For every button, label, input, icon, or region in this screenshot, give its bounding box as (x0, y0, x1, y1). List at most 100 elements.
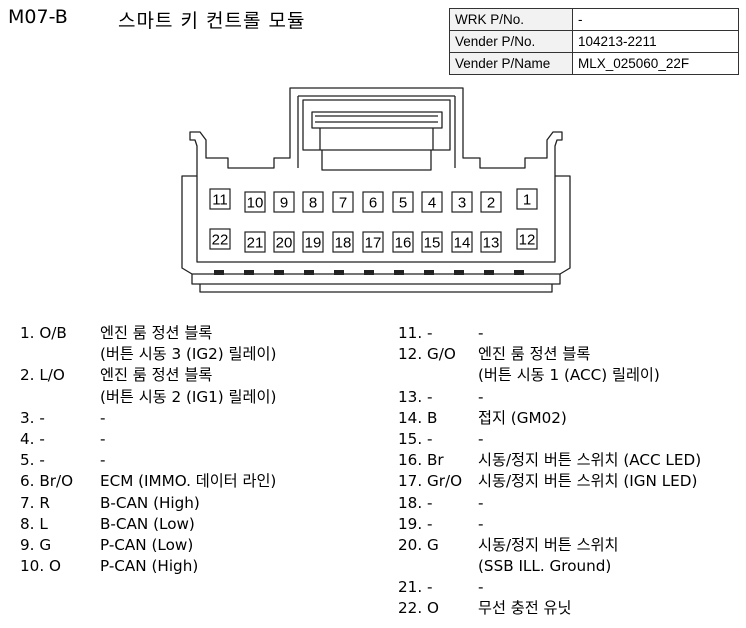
pin-description: - (100, 408, 106, 427)
pin-number: 10. O (20, 557, 61, 576)
pin-description: - (100, 429, 106, 448)
pin-description: - (478, 387, 484, 406)
pin-number: 21. - (398, 578, 433, 597)
pin-cell-box (516, 188, 538, 210)
pin-cell-box (362, 191, 384, 213)
connector-housing (181, 87, 571, 293)
pin-description: 엔진 룸 정션 블록 (100, 324, 213, 342)
pin-number: 18. - (398, 493, 433, 512)
pin-cell-label: 7 (339, 195, 347, 212)
table-row: Vender P/No. 104213-2211 (449, 30, 739, 53)
pin-description: P-CAN (Low) (100, 535, 194, 554)
pin-number: 4. - (20, 429, 45, 448)
table-row: WRK P/No. - (449, 8, 739, 31)
pin-description: - (100, 451, 106, 470)
pin-description: 무선 충전 유닛 (478, 599, 572, 618)
pin-cell-box (209, 228, 231, 250)
pin-description: B-CAN (High) (100, 493, 200, 512)
pin-cell-label: 19 (305, 235, 322, 252)
pin-number: 9. G (20, 535, 52, 554)
pin-cell-box (244, 231, 266, 253)
pin-number: 3. - (20, 408, 45, 427)
pin-cell-box (332, 191, 354, 213)
pin-cell-box (421, 191, 443, 213)
pin-cell-label: 4 (428, 195, 436, 212)
pin-cell-label: 15 (424, 235, 441, 252)
pin-description: P-CAN (High) (100, 557, 199, 576)
pin-number: 5. - (20, 451, 45, 470)
pin-cell-label: 13 (483, 235, 500, 252)
pin-cell-box (273, 191, 295, 213)
pin-description: (SSB ILL. Ground) (478, 557, 612, 576)
pin-description: 접지 (GM02) (478, 408, 567, 427)
pin-number: 16. Br (398, 451, 444, 470)
pin-cell-label: 21 (247, 235, 264, 252)
pin-description: - (478, 493, 484, 512)
pin-number: 13. - (398, 387, 433, 406)
pin-cell-box (480, 191, 502, 213)
pin-cell-box (392, 231, 414, 253)
pin-description: - (478, 324, 484, 342)
pin-cell-label: 6 (369, 195, 377, 212)
pin-cell-label: 12 (519, 232, 536, 249)
pin-cell-label: 2 (487, 195, 495, 212)
pin-number: 15. - (398, 429, 433, 448)
pin-cell-label: 10 (247, 195, 264, 212)
pin-cell-box (273, 231, 295, 253)
pin-description: (버튼 시동 3 (IG2) 릴레이) (100, 345, 277, 364)
pin-cell-box (451, 231, 473, 253)
pin-cell-label: 22 (212, 232, 229, 249)
pin-cell-label: 20 (276, 235, 293, 252)
pin-cell-box (362, 231, 384, 253)
pin-cell-box (244, 191, 266, 213)
pin-description: (버튼 시동 1 (ACC) 릴레이) (478, 366, 660, 385)
pin-number: 12. G/O (398, 345, 456, 364)
vender-pname-label: Vender P/Name (449, 52, 573, 75)
pin-cell-box (392, 191, 414, 213)
pin-cell-label: 8 (309, 195, 317, 212)
pin-cell-box (451, 191, 473, 213)
pin-number: 19. - (398, 514, 433, 533)
table-row: Vender P/Name MLX_025060_22F (449, 52, 739, 75)
pin-cell-box (516, 228, 538, 250)
pin-cell-box (421, 231, 443, 253)
pin-cell-box (480, 231, 502, 253)
pin-description: - (478, 514, 484, 533)
pin-description: 엔진 룸 정션 블록 (100, 366, 213, 385)
pin-number: 20. G (398, 535, 439, 554)
pin-number: 2. L/O (20, 366, 65, 385)
pin-description: (버튼 시동 2 (IG1) 릴레이) (100, 387, 277, 406)
pin-number: 11. - (398, 324, 433, 342)
pin-number: 6. Br/O (20, 472, 74, 491)
vender-pname-value: MLX_025060_22F (572, 52, 739, 75)
pin-description: 시동/정지 버튼 스위치 (478, 535, 619, 554)
pin-description: 엔진 룸 정션 블록 (478, 345, 591, 364)
pin-cell-label: 3 (458, 195, 466, 212)
pin-cell-label: 5 (399, 195, 407, 212)
vender-pno-label: Vender P/No. (449, 30, 573, 53)
pin-description: - (478, 578, 484, 597)
pin-description: - (478, 429, 484, 448)
connector-code: M07-B (8, 6, 68, 28)
pin-number: 1. O/B (20, 324, 67, 342)
pin-number: 17. Gr/O (398, 472, 463, 491)
module-title: 스마트 키 컨트롤 모듈 (118, 10, 306, 32)
pin-description: 시동/정지 버튼 스위치 (ACC LED) (478, 451, 702, 470)
pin-number: 7. R (20, 493, 50, 512)
connector-ribs (214, 270, 524, 275)
pin-cell-label: 17 (365, 235, 382, 252)
part-number-table: WRK P/No. - Vender P/No. 104213-2211 Ven… (449, 8, 739, 75)
pin-cell-label: 14 (454, 235, 471, 252)
pin-description: ECM (IMMO. 데이터 라인) (100, 472, 277, 491)
pin-cell-box (302, 231, 324, 253)
pin-number: 14. B (398, 408, 438, 427)
pin-cell-label: 18 (335, 235, 352, 252)
wrk-pno-label: WRK P/No. (449, 8, 573, 31)
pin-cell-label: 16 (395, 235, 412, 252)
pin-description: B-CAN (Low) (100, 514, 195, 533)
pin-cell-box (209, 188, 231, 210)
pin-number: 8. L (20, 514, 48, 533)
pin-description: 시동/정지 버튼 스위치 (IGN LED) (478, 472, 698, 491)
